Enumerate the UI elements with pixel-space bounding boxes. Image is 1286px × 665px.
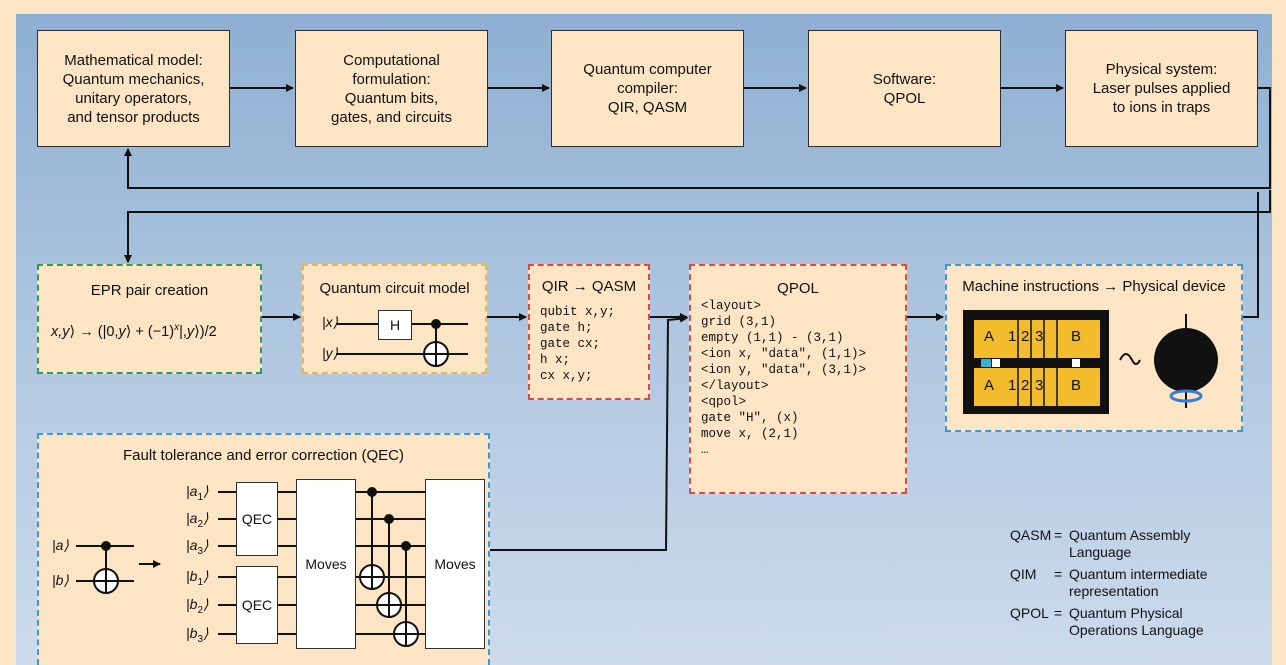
qubit-b1: |b1⟩ (186, 568, 209, 588)
epr-title: EPR pair creation (90, 282, 209, 299)
feedback-arrow (124, 87, 1271, 189)
glossary-abbr-2: QPOL (1010, 605, 1049, 621)
moves-box-2: Moves (425, 479, 485, 649)
cell-A-bottom: A (984, 377, 995, 394)
qpol-title: QPOL (777, 280, 819, 297)
computational-box: Computational formulation: Quantum bits,… (295, 30, 488, 147)
glossary-def-0: Quantum Assembly Language (1069, 527, 1191, 560)
glossary-abbr-1: QIM (1010, 566, 1037, 582)
input-b: |b⟩ (52, 572, 69, 588)
qubit-a1: |a1⟩ (186, 483, 209, 503)
machine-title: Machine instructions → Physical device (962, 278, 1226, 295)
computational-text: Computational formulation: Quantum bits,… (331, 51, 452, 126)
qubit-a2: |a2⟩ (186, 510, 209, 530)
qec-box-b: QEC (236, 566, 278, 644)
cell-3-top: 3 (1035, 328, 1044, 345)
fault-to-qpol-arrow (490, 314, 688, 551)
physical-system-text: Physical system: Laser pulses applied to… (1092, 61, 1231, 116)
compiler-text: Quantum computer compiler: QIR, QASM (583, 61, 712, 116)
compiler-box: Quantum computer compiler: QIR, QASM (551, 30, 744, 147)
qir-title: QIR → QASM (541, 278, 637, 295)
qubit-b3: |b3⟩ (186, 625, 209, 645)
qubit-b2: |b2⟩ (186, 596, 209, 616)
glossary-abbr-0: QASM (1010, 527, 1052, 543)
hadamard-gate: H (378, 310, 412, 340)
qir-code: qubit x,y; gate h; gate cx; h x; cx x,y; (540, 305, 616, 383)
glossary-eq-0: = (1054, 527, 1063, 543)
cell-3-bottom: 3 (1035, 377, 1044, 394)
moves-box-1: Moves (296, 479, 356, 649)
glossary-def-2: Quantum Physical Operations Language (1069, 605, 1204, 638)
qpol-box: QPOL <layout> grid (3,1) empty (1,1) - (… (689, 264, 907, 494)
fault-title: Fault tolerance and error correction (QE… (123, 447, 404, 464)
circuit-qubit-x: |x⟩ (322, 314, 339, 330)
qubit-a3: |a3⟩ (186, 537, 209, 557)
cell-B-bottom: B (1071, 377, 1082, 394)
cell-2-bottom: 2 (1021, 377, 1030, 394)
cell-2-top: 2 (1021, 328, 1030, 345)
cell-1-bottom: 1 (1008, 377, 1017, 394)
math-model-text: Mathematical model: Quantum mechanics, u… (62, 51, 205, 126)
physical-system-box: Physical system: Laser pulses applied to… (1065, 30, 1258, 147)
qir-box: QIR → QASM qubit x,y; gate h; gate cx; h… (528, 264, 650, 400)
control-dot (431, 319, 441, 329)
qec-box-a: QEC (236, 482, 278, 556)
ion-trap-device (963, 310, 1218, 414)
circuit-title: Quantum circuit model (319, 280, 470, 297)
input-a: |a⟩ (52, 537, 69, 553)
math-model-box: Mathematical model: Quantum mechanics, u… (37, 30, 230, 147)
circuit-qubit-y: |y⟩ (322, 345, 339, 361)
epr-formula: x,y⟩ → (|0,y⟩ + (−1)x|,y⟩)/2 (51, 322, 217, 340)
software-text: Software: QPOL (872, 70, 937, 107)
circuit-gates (93, 319, 449, 647)
down-arrow (124, 190, 1271, 263)
glossary-eq-2: = (1054, 605, 1063, 621)
cell-A-top: A (984, 328, 995, 345)
glossary-def-1: Quantum intermediate representation (1069, 566, 1208, 599)
software-box: Software: QPOL (808, 30, 1001, 147)
epr-box: EPR pair creation x,y⟩ → (|0,y⟩ + (−1)x|… (37, 264, 262, 374)
cell-B-top: B (1071, 328, 1082, 345)
glossary-eq-1: = (1054, 566, 1063, 582)
qpol-code: <layout> grid (3,1) empty (1,1) - (3,1) … (701, 299, 867, 457)
machine-up-wire (1243, 192, 1259, 318)
cell-1-top: 1 (1008, 328, 1017, 345)
